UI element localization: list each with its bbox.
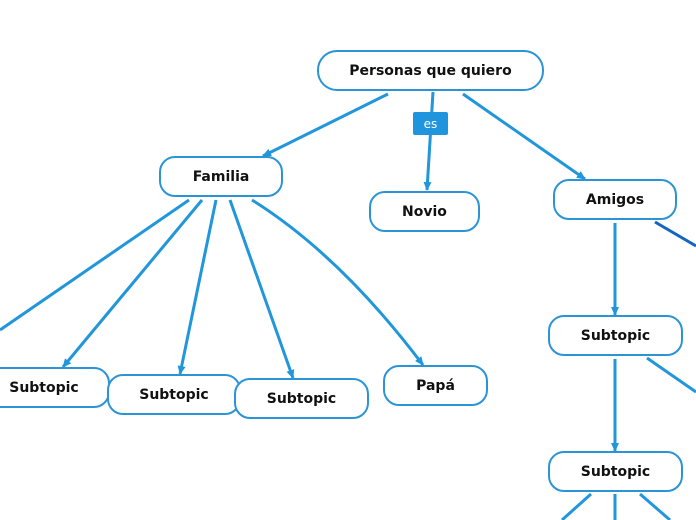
connector-familia-subtopic-1 — [61, 199, 204, 368]
node-familia-subtopic-3[interactable]: Subtopic — [234, 378, 369, 419]
connector-familia-offscreen — [0, 198, 190, 332]
node-novio[interactable]: Novio — [369, 191, 480, 232]
connector-amigos-subtopic-offscreen — [646, 356, 696, 394]
node-amigos-subtopic-2[interactable]: Subtopic — [548, 451, 683, 492]
connector-subtopic-2-child-1 — [560, 492, 593, 520]
link-label-es[interactable]: es — [413, 112, 448, 135]
connector-amigos-offscreen — [654, 220, 696, 248]
node-familia[interactable]: Familia — [159, 156, 283, 197]
connector-familia-papa — [251, 198, 425, 366]
node-familia-subtopic-1[interactable]: Subtopic — [0, 367, 110, 408]
connector-familia-subtopic-2 — [177, 199, 218, 375]
node-amigos-subtopic-1[interactable]: Subtopic — [548, 315, 683, 356]
node-amigos[interactable]: Amigos — [553, 179, 677, 220]
connector-familia-subtopic-3 — [228, 199, 295, 379]
connector-subtopic-2-child-3 — [639, 492, 671, 520]
node-papa[interactable]: Papá — [383, 365, 488, 406]
connector-root-novio — [423, 91, 435, 191]
node-familia-subtopic-2[interactable]: Subtopic — [107, 374, 241, 415]
connector-root-familia — [262, 92, 389, 158]
connector-root-amigos — [462, 92, 586, 181]
node-root[interactable]: Personas que quiero — [317, 50, 544, 91]
